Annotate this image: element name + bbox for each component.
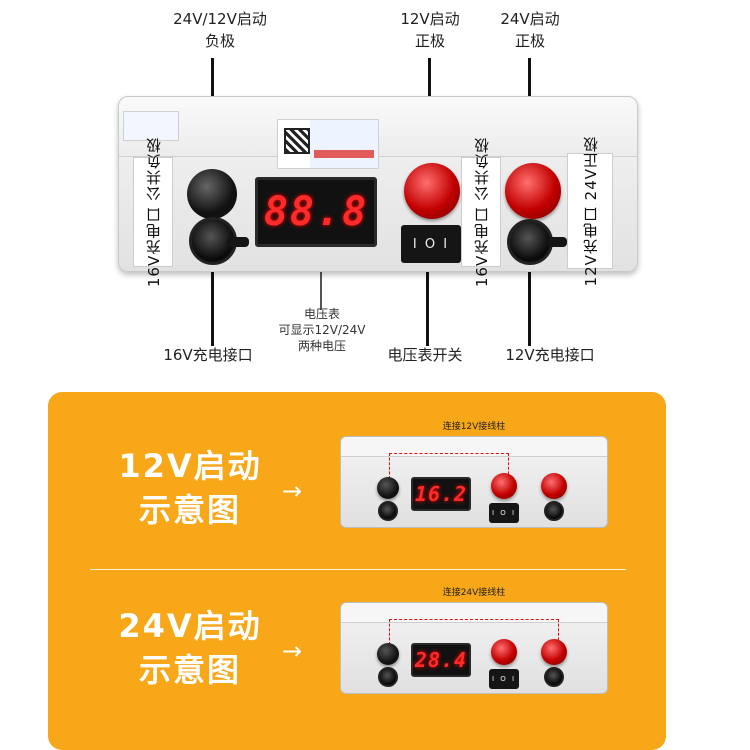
callout-voltmeter: 电压表 可显示12V/24V 两种电压 <box>262 306 382 354</box>
mini-negative-post-24v <box>377 643 399 665</box>
mini-socket-left-24v <box>378 667 398 687</box>
callout-24v-positive: 24V启动 正极 <box>480 8 580 52</box>
voltmeter-reading: 88.8 <box>263 189 369 235</box>
leader-voltmeter <box>320 238 322 310</box>
callout-voltmeter-line2: 可显示12V/24V <box>278 323 366 337</box>
mini-socket-left-12v <box>378 501 398 521</box>
caption-12v: 连接12V接线柱 <box>442 422 506 432</box>
callout-12v-title: 12V启动 <box>400 10 460 28</box>
panel-title-24v-line2: 示意图 <box>138 651 241 689</box>
callout-16v-port: 16V充电接口 <box>163 346 253 364</box>
callout-voltmeter-line3: 两种电压 <box>297 339 346 353</box>
panel-title-12v-line1: 12V启动 <box>118 447 262 485</box>
battery-box: 88.8 16V充电口 公共负极 16V充电口 公共负极 12V充电口 24V正… <box>118 96 638 287</box>
leader-switch <box>426 262 429 346</box>
sticker-red-stripe <box>314 150 374 158</box>
mini-box-24v: 28.4 I O I <box>340 602 608 694</box>
arrow-right-icon: → <box>282 477 303 505</box>
callout-negative-title: 24V/12V启动 <box>173 10 267 28</box>
voltmeter-display: 88.8 <box>255 177 377 247</box>
qr-sticker <box>277 119 379 169</box>
mini-voltmeter-12v: 16.2 <box>411 477 471 511</box>
mini-socket-right-12v <box>544 501 564 521</box>
caption-24v: 连接24V接线柱 <box>442 588 506 598</box>
callout-12v-positive: 12V启动 正极 <box>380 8 480 52</box>
label-mid: 16V充电口 公共负极 <box>461 137 501 287</box>
label-right: 12V充电口 24V正极 <box>567 136 613 286</box>
label-left: 16V充电口 公共负极 <box>133 137 173 287</box>
mini-negative-post-12v <box>377 477 399 499</box>
negative-post[interactable] <box>187 169 237 219</box>
small-sticker <box>123 111 179 141</box>
panel-title-24v: 24V启动 示意图 <box>100 604 280 692</box>
dashed-link-12v <box>389 453 509 479</box>
24v-positive-post[interactable] <box>505 163 561 219</box>
mini-12v-post <box>491 473 517 499</box>
socket-cap-left <box>227 237 249 247</box>
callout-12v-port: 12V充电接口 <box>505 346 595 364</box>
mini-box-12v: 16.2 I O I <box>340 436 608 528</box>
callout-voltmeter-line1: 电压表 <box>303 307 340 321</box>
callout-negative-terminal: 24V/12V启动 负极 <box>150 8 290 52</box>
callout-24v-label: 正极 <box>514 32 545 50</box>
arrow-right-icon: → <box>282 637 303 665</box>
callout-12v-label: 正极 <box>414 32 445 50</box>
callout-24v-title: 24V启动 <box>500 10 560 28</box>
mini-switch-12v: I O I <box>489 503 519 523</box>
qr-code-icon <box>284 128 310 154</box>
mini-24v-post <box>541 639 567 665</box>
callout-voltmeter-switch: 电压表开关 <box>387 346 463 364</box>
mini-12v-post-24v <box>491 639 517 665</box>
panel-title-12v-line2: 示意图 <box>138 491 241 529</box>
socket-cap-right <box>547 237 567 247</box>
mini-socket-right-24v <box>544 667 564 687</box>
voltmeter-switch[interactable]: I O I <box>401 225 461 263</box>
panel-divider <box>90 569 626 570</box>
12v-positive-post[interactable] <box>404 163 460 219</box>
leader-16v-port <box>211 258 214 346</box>
mini-24v-post-12v <box>541 473 567 499</box>
callout-negative-label: 负极 <box>204 32 235 50</box>
panel-title-24v-line1: 24V启动 <box>118 607 262 645</box>
leader-12v-port <box>528 258 531 346</box>
panel-title-12v: 12V启动 示意图 <box>100 444 280 532</box>
mini-switch-24v: I O I <box>489 669 519 689</box>
mini-voltmeter-24v: 28.4 <box>411 643 471 677</box>
dashed-link-24v <box>389 619 559 645</box>
